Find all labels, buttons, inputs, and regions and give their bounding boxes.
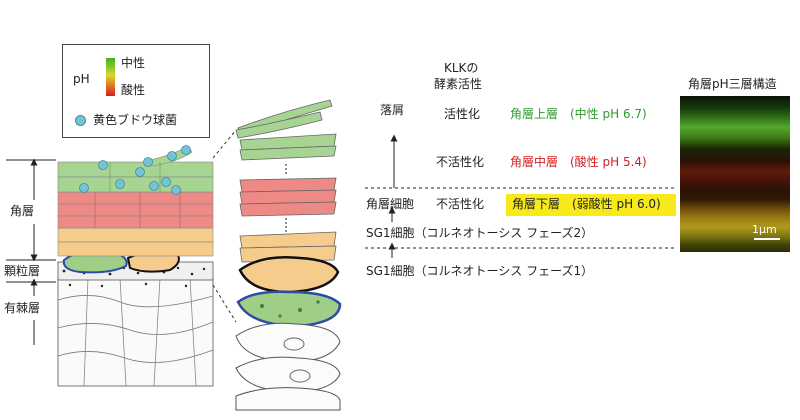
- micrograph-title: 角層pH三層構造: [688, 77, 777, 91]
- scale-bar-label: 1μm: [752, 223, 777, 236]
- desquamation-label: 落屑: [380, 103, 405, 117]
- scale-bar: [754, 238, 780, 240]
- legend-bacteria-label: 黄色ブドウ球菌: [93, 113, 178, 127]
- label-stratum-spinosum: 有棘層: [4, 301, 41, 315]
- right-panel-lines: [365, 134, 676, 258]
- middle-activity: 不活性化: [436, 155, 485, 169]
- klk-header-line2: 酵素活性: [434, 77, 483, 91]
- klk-header-line1: KLKの: [444, 61, 479, 75]
- ph-gradient-bar: [106, 58, 115, 96]
- zoom-guides: [212, 129, 237, 323]
- label-stratum-corneum: 角層: [10, 204, 35, 218]
- sg1-phase2-label: SG1細胞（コルネオトーシス フェーズ2）: [366, 226, 594, 240]
- corneocyte-label: 角層細胞: [366, 197, 415, 211]
- layer-brackets: [6, 158, 56, 345]
- skin-cross-section: [57, 145, 214, 387]
- lower-activity: 不活性化: [436, 197, 485, 211]
- middle-layer-label: 角層中層 (酸性 pH 5.4): [510, 155, 647, 169]
- legend-box: pH 中性 酸性 黄色ブドウ球菌: [62, 44, 210, 138]
- label-stratum-granulosum: 顆粒層: [4, 264, 41, 278]
- ph-micrograph-image: 1μm: [680, 96, 790, 252]
- legend-acidic-label: 酸性: [121, 83, 146, 97]
- lower-layer-label: 角層下層 (弱酸性 pH 6.0): [512, 197, 661, 211]
- legend-neutral-label: 中性: [121, 56, 146, 70]
- lower-layer-highlight: [506, 194, 676, 216]
- bacteria-dots: [79, 145, 191, 195]
- upper-activity: 活性化: [444, 107, 481, 121]
- bacteria-legend-icon: [75, 115, 86, 126]
- sg1-phase1-label: SG1細胞（コルネオトーシス フェーズ1）: [366, 264, 594, 278]
- upper-layer-label: 角層上層 (中性 pH 6.7): [510, 107, 647, 121]
- legend-ph-label: pH: [73, 72, 90, 86]
- stacked-cells: [235, 99, 342, 411]
